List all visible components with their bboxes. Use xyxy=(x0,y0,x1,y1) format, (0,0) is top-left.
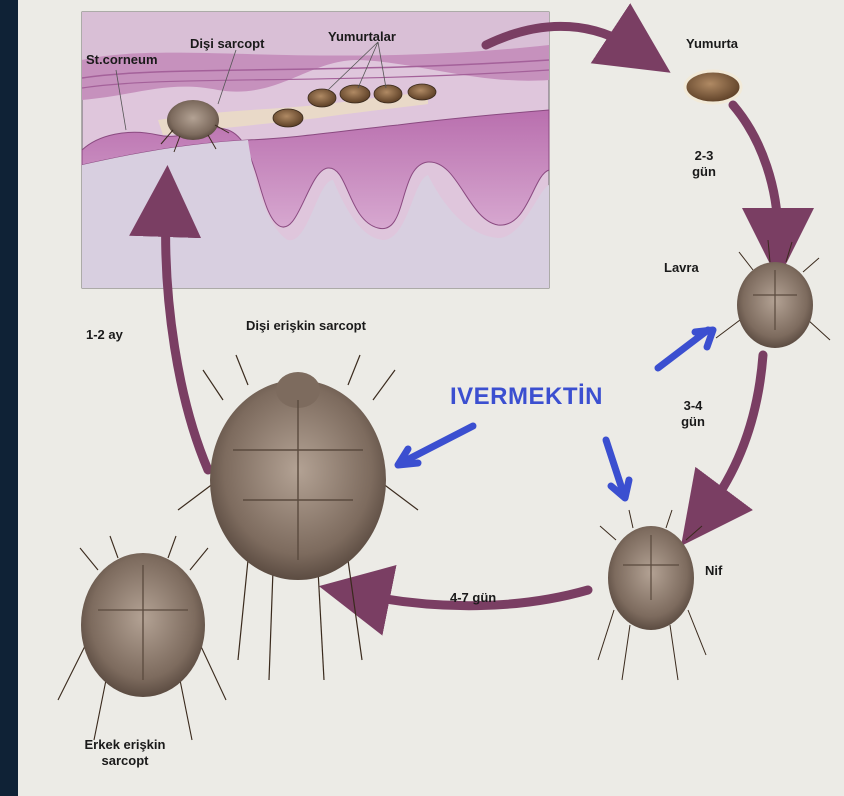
diagram-artwork xyxy=(18,0,844,796)
arrow-egg-to-larva xyxy=(733,105,778,235)
label-larva-duration: 3-4 gün xyxy=(673,398,713,430)
arrow-to-larva xyxy=(658,330,708,368)
label-disi-sarcopt: Dişi sarcopt xyxy=(190,36,264,52)
label-yumurta: Yumurta xyxy=(686,36,738,52)
label-yumurtalar: Yumurtalar xyxy=(328,29,396,45)
ivermectin-arrows xyxy=(398,330,713,498)
label-egg-duration: 2-3 gün xyxy=(684,148,724,180)
male-adult-illustration xyxy=(58,536,226,740)
label-nif: Nif xyxy=(705,563,722,579)
label-st-corneum: St.corneum xyxy=(86,52,158,68)
larva-illustration xyxy=(716,240,830,348)
egg-illustration xyxy=(685,71,741,103)
ivermectin-label: IVERMEKTİN xyxy=(450,383,603,411)
label-disi-eriskin: Dişi erişkin sarcopt xyxy=(246,318,366,334)
label-lavra: Lavra xyxy=(664,260,699,276)
arrow-to-female xyxy=(403,426,473,462)
life-cycle-diagram: St.corneum Dişi sarcopt Yumurtalar Yumur… xyxy=(18,0,844,796)
nymph-illustration xyxy=(598,510,706,680)
arrow-larva-to-nymph xyxy=(708,355,763,510)
label-erkek-eriskin: Erkek erişkin sarcopt xyxy=(70,737,180,769)
label-nymph-duration: 4-7 gün xyxy=(450,590,496,606)
female-adult-illustration xyxy=(178,355,418,680)
label-adult-duration: 1-2 ay xyxy=(86,327,123,343)
